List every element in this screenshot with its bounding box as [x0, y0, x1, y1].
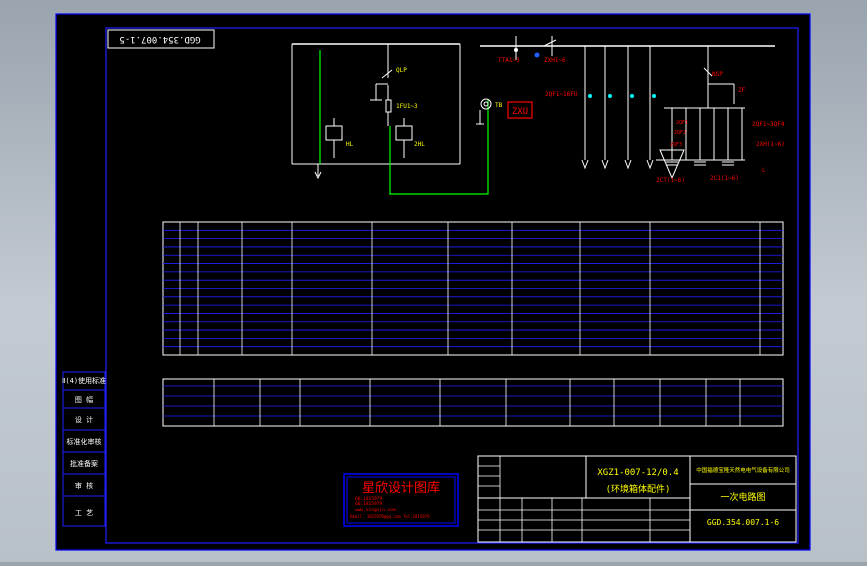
sheet-inner-border: [105, 27, 799, 544]
doc-code: GGD.354.007.1-6: [707, 518, 779, 527]
capacitor-bank: [659, 149, 734, 180]
label-bottom2: 2C1(1~6): [710, 175, 739, 182]
left-strip-label-1: 图 幅: [75, 395, 93, 404]
drawing-title-line2: (环境箱体配件): [606, 483, 671, 495]
sheet-outer-border: [55, 13, 811, 551]
label-fu: 1FU1~3: [396, 103, 418, 110]
left-strip-label-6: 工 艺: [75, 509, 93, 517]
label-qf2: 2QF1~3QF4: [752, 121, 785, 128]
watermark-stamp: 星欣设计图库 QQ:1815979 QQ:1815979 www.xingxin…: [343, 473, 459, 527]
drawing-sheet: [56, 14, 810, 550]
left-strip-label-0: Ⅱ(4)使用标准: [62, 376, 106, 385]
label-bottom1: 2CT(1~6): [656, 177, 685, 184]
label-zxh: ZXH1~6: [544, 57, 566, 64]
label-qlp: QLP: [396, 67, 407, 74]
main-bus: [480, 36, 775, 161]
label-zxh2: 2XH(1~6): [756, 141, 785, 148]
org-name: 中国福德宝隆天然电电气设备有限公司: [696, 466, 790, 474]
watermark-line-0: QQ:1815979: [355, 496, 382, 502]
top-left-code: GGD.354.007.1-5: [119, 34, 200, 44]
watermark-line-3: Email: 1815979@qq.com Tel:1815979: [350, 514, 430, 519]
left-strip-label-2: 设 计: [75, 415, 93, 424]
left-strip: Ⅱ(4)使用标准 图 幅 设 计 标准化审核 批准备案 审 核 工 艺: [62, 371, 106, 527]
control-circuit: [291, 43, 461, 180]
label-hl: HL: [346, 141, 354, 148]
title-block: XGZ1-007-12/0.4 (环境箱体配件) 中国福德宝隆天然电电气设备有限…: [477, 455, 797, 543]
label-qf-left: 2QF1: [676, 120, 688, 126]
left-strip-label-4: 批准备案: [70, 459, 98, 468]
zxu-box[interactable]: ZXU: [507, 101, 533, 119]
tb-instrument: TB: [476, 98, 503, 125]
label-qf: 2QF1~16FU: [545, 91, 578, 98]
green-wire-2: [389, 100, 489, 195]
left-strip-label-5: 审 核: [75, 481, 93, 490]
feeder-breakers: [514, 48, 656, 170]
label-hl2: 2HL: [414, 141, 425, 148]
label-qf-left2: 2QF2: [674, 130, 686, 136]
top-left-code-box: GGD.354.007.1-5: [107, 29, 215, 49]
label-bottom3: L: [762, 167, 766, 174]
watermark-title: 星欣设计图库: [362, 480, 440, 496]
watermark-line-2: www.xingxin.com: [355, 507, 396, 513]
drawing-title-line1: XGZ1-007-12/0.4: [597, 468, 678, 478]
label-tb: TB: [495, 102, 503, 109]
watermark-line-1: QQ:1815979: [355, 501, 382, 507]
left-strip-label-3: 标准化审核: [67, 437, 102, 446]
equipment-table: [162, 221, 784, 356]
label-zxu: ZXU: [512, 107, 528, 117]
label-qf-left3: 2QF3: [670, 142, 682, 148]
label-nsp: NSP: [712, 71, 723, 78]
component-table: [162, 378, 784, 427]
label-tta: TTA1~3: [498, 57, 520, 64]
label-zf: ZF: [738, 87, 746, 94]
doc-title: 一次电路图: [720, 491, 765, 503]
